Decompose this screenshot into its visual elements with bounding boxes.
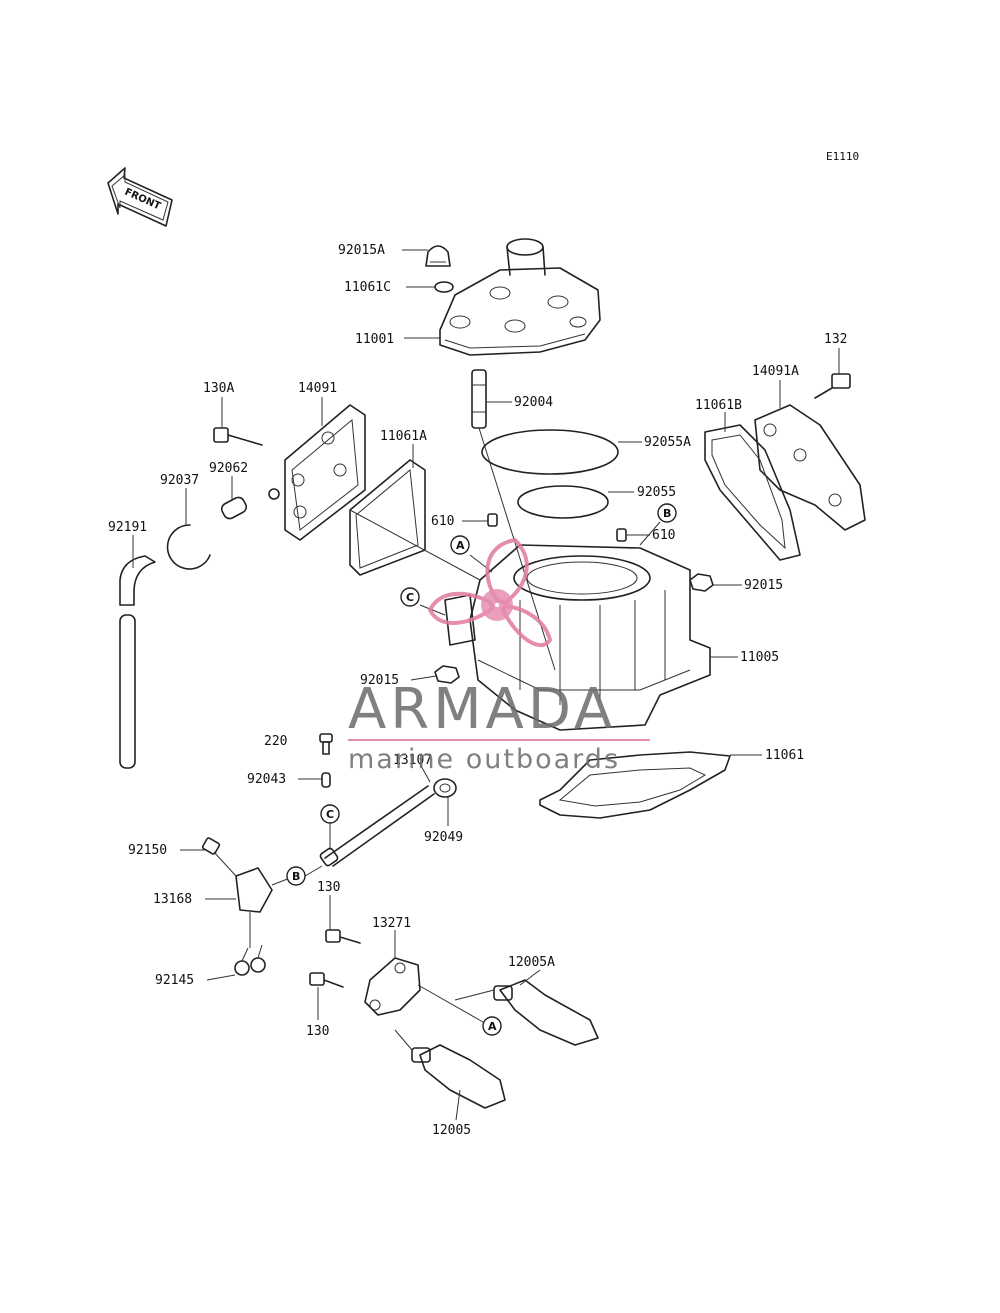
ref-marker-C-upper: C <box>400 587 420 607</box>
cover-14091A <box>754 404 866 531</box>
label-92015A: 92015A <box>338 243 385 258</box>
o-ring-92055 <box>517 485 609 519</box>
svg-text:C: C <box>406 591 414 604</box>
svg-text:B: B <box>663 507 671 520</box>
label-92043: 92043 <box>247 772 286 787</box>
label-92055A: 92055A <box>644 435 691 450</box>
bolt-132 <box>814 373 851 399</box>
label-13271: 13271 <box>372 916 411 931</box>
label-132: 132 <box>824 332 847 347</box>
base-gasket-11061 <box>539 751 731 819</box>
propeller-logo-icon <box>427 537 553 648</box>
fitting-92062 <box>220 488 280 520</box>
shaft-13107 <box>319 785 435 867</box>
part-labels: 92015A 11061C 11001 132 14091A 130A 1409… <box>108 243 847 1138</box>
bolt-130A <box>213 427 263 446</box>
label-92015-left: 92015 <box>360 673 399 688</box>
o-ring-92055A <box>481 429 619 475</box>
label-92004: 92004 <box>514 395 553 410</box>
screw-220 <box>319 733 333 755</box>
nut-92015A <box>425 245 451 267</box>
bolt-130-upper <box>325 929 361 944</box>
label-12005A: 12005A <box>508 955 555 970</box>
ref-marker-C-lower: C <box>320 804 340 824</box>
label-11001: 11001 <box>355 332 394 347</box>
label-92049: 92049 <box>424 830 463 845</box>
watermark-tagline: marine outboards <box>348 744 620 775</box>
label-610-left: 610 <box>431 514 454 529</box>
clamp-92037 <box>166 524 211 570</box>
washer-11061C <box>434 281 454 293</box>
label-14091: 14091 <box>298 381 337 396</box>
label-92191: 92191 <box>108 520 147 535</box>
label-610-right: 610 <box>652 528 675 543</box>
cylinder-11005 <box>444 544 711 731</box>
label-92062: 92062 <box>209 461 248 476</box>
label-11061B: 11061B <box>695 398 742 413</box>
dowel-pin-610-left <box>487 513 498 527</box>
svg-text:A: A <box>488 1020 497 1033</box>
label-14091A: 14091A <box>752 364 799 379</box>
dowel-pin-610-right <box>616 528 627 542</box>
label-11005: 11005 <box>740 650 779 665</box>
label-92145: 92145 <box>155 973 194 988</box>
seal-92049 <box>433 778 457 798</box>
label-12005: 12005 <box>432 1123 471 1138</box>
ref-marker-A-lower: A <box>482 1016 502 1036</box>
label-11061A: 11061A <box>380 429 427 444</box>
nut-92015-right <box>689 573 742 592</box>
svg-text:A: A <box>456 539 465 552</box>
label-130A: 130A <box>203 381 234 396</box>
diagram-code: E1110 <box>826 150 859 163</box>
spring-92145 <box>234 912 266 976</box>
nut-92015-left <box>434 665 460 684</box>
label-130-upper: 130 <box>317 880 340 895</box>
label-13168: 13168 <box>153 892 192 907</box>
lever-13168 <box>235 867 291 913</box>
svg-text:B: B <box>292 870 300 883</box>
screw-92150 <box>201 837 237 877</box>
ref-marker-A-upper: A <box>450 535 470 555</box>
stud-92004 <box>471 369 556 671</box>
svg-text:C: C <box>326 808 334 821</box>
label-92015-right: 92015 <box>744 578 783 593</box>
exhaust-valve-12005 <box>394 1029 506 1109</box>
label-11061C: 11061C <box>344 280 391 295</box>
ref-marker-B-upper: B <box>657 503 677 523</box>
gasket-11061A <box>349 459 426 576</box>
front-arrow-icon: FRONT <box>107 167 173 227</box>
bolt-130-lower <box>309 972 344 988</box>
leader-lines <box>132 249 840 1121</box>
exhaust-cover-14091 <box>284 404 366 541</box>
pin-92043 <box>321 772 331 788</box>
label-220: 220 <box>264 734 287 749</box>
label-13107: 13107 <box>393 753 432 768</box>
ref-marker-B-lower: B <box>286 866 306 886</box>
cylinder-head-11001 <box>439 238 601 356</box>
label-92037: 92037 <box>160 473 199 488</box>
exhaust-valve-12005A <box>454 979 599 1046</box>
label-92150: 92150 <box>128 843 167 858</box>
label-92055: 92055 <box>637 485 676 500</box>
hose-92191 <box>119 555 156 769</box>
gasket-11061B <box>704 424 801 561</box>
label-11061: 11061 <box>765 748 804 763</box>
watermark: ARMADA marine outboards <box>348 537 650 775</box>
plate-13271 <box>364 957 484 1023</box>
label-130-lower: 130 <box>306 1024 329 1039</box>
watermark-brand: ARMADA <box>348 677 616 742</box>
